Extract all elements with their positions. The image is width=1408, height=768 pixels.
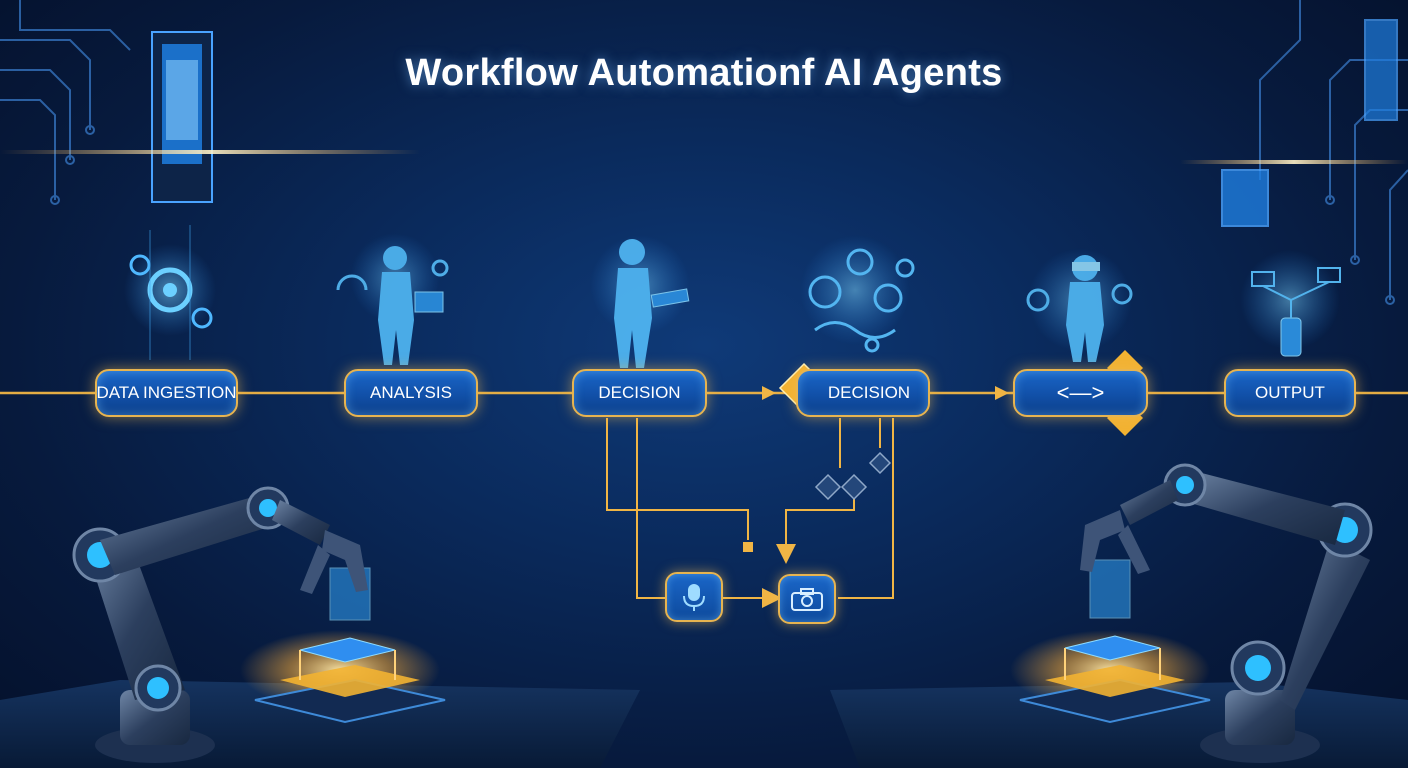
light-streak-left (0, 150, 420, 154)
node-code[interactable]: <—> (1013, 369, 1148, 417)
node-decision-1[interactable]: DECISION (572, 369, 707, 417)
branch-connectors (606, 418, 894, 608)
branch-node-camera[interactable] (778, 574, 836, 624)
node-data-ingestion[interactable]: DATA INGESTION (95, 369, 238, 417)
robot-arm-right (1080, 463, 1373, 763)
circuit-board-left (0, 0, 131, 205)
processor-chip-right (1221, 19, 1398, 227)
branch-node-microphone[interactable] (665, 572, 723, 622)
node-analysis[interactable]: ANALYSIS (344, 369, 478, 417)
node-output[interactable]: OUTPUT (1224, 369, 1356, 417)
glowing-chip-right (1010, 559, 1211, 724)
flow-arrow-1 (762, 386, 776, 400)
hologram-output-server (1240, 250, 1341, 357)
hologram-analyst-figure (336, 233, 449, 365)
glowing-chip-left (240, 567, 446, 724)
hologram-decision-figure (590, 235, 690, 368)
junction-marker (743, 542, 753, 552)
hologram-icon-cloud (800, 235, 915, 353)
node-decision-2[interactable]: DECISION (796, 369, 930, 417)
microphone-icon (683, 584, 705, 611)
camera-icon (791, 588, 823, 611)
robot-arm-left (72, 486, 368, 763)
processor-chip-left (151, 31, 213, 203)
hologram-vr-figure (1026, 248, 1133, 362)
light-streak-right (1180, 160, 1408, 164)
hologram-gear-cluster (124, 225, 216, 360)
page-title: Workflow Automationf AI Agents (405, 52, 1003, 94)
flow-arrow-2 (995, 386, 1009, 400)
